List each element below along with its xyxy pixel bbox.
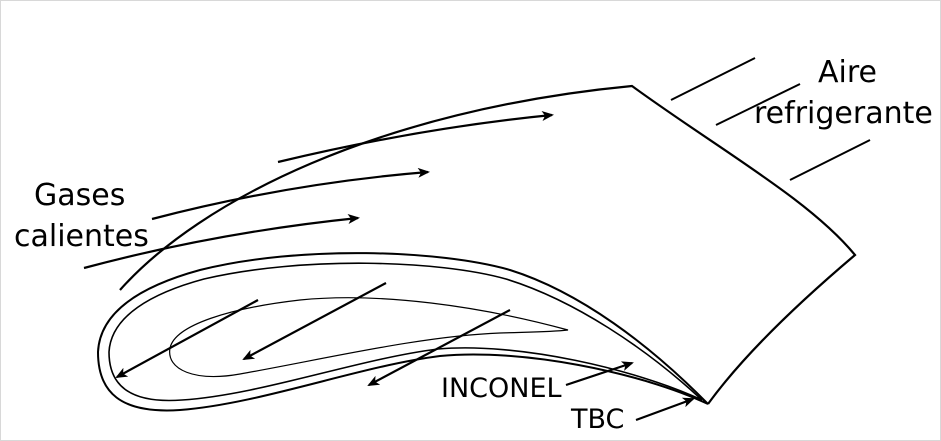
inconel-pointer-arrow	[565, 361, 634, 387]
tbc-pointer-arrow	[635, 397, 695, 422]
cooling-channel-outline	[169, 297, 569, 378]
cooling-flow-arrow-1	[115, 299, 259, 378]
hot-gas-arrow-3	[83, 214, 360, 270]
blade-surface-outline	[119, 84, 857, 405]
hot-gas-arrow-2	[151, 167, 430, 221]
cooling-flow-arrow-2	[242, 282, 387, 360]
cooling-air-line-1	[670, 57, 756, 101]
cooling-air-label-line2: refrigerante	[754, 96, 933, 131]
cooling-air-line-3	[789, 139, 871, 181]
tbc-label: TBC	[570, 404, 624, 435]
inconel-layer-outline	[108, 262, 703, 402]
tbc-layer-outline	[96, 252, 709, 412]
hot-gas-arrow-1	[277, 110, 554, 164]
cooling-flow-arrow-3	[367, 309, 511, 386]
cooling-air-line-2	[715, 83, 801, 126]
cooling-air-label-line1: Aire	[818, 55, 877, 90]
hot-gases-label-line1: Gases	[34, 178, 125, 213]
hot-gases-label-line2: calientes	[14, 219, 149, 254]
inconel-label: INCONEL	[441, 373, 562, 404]
